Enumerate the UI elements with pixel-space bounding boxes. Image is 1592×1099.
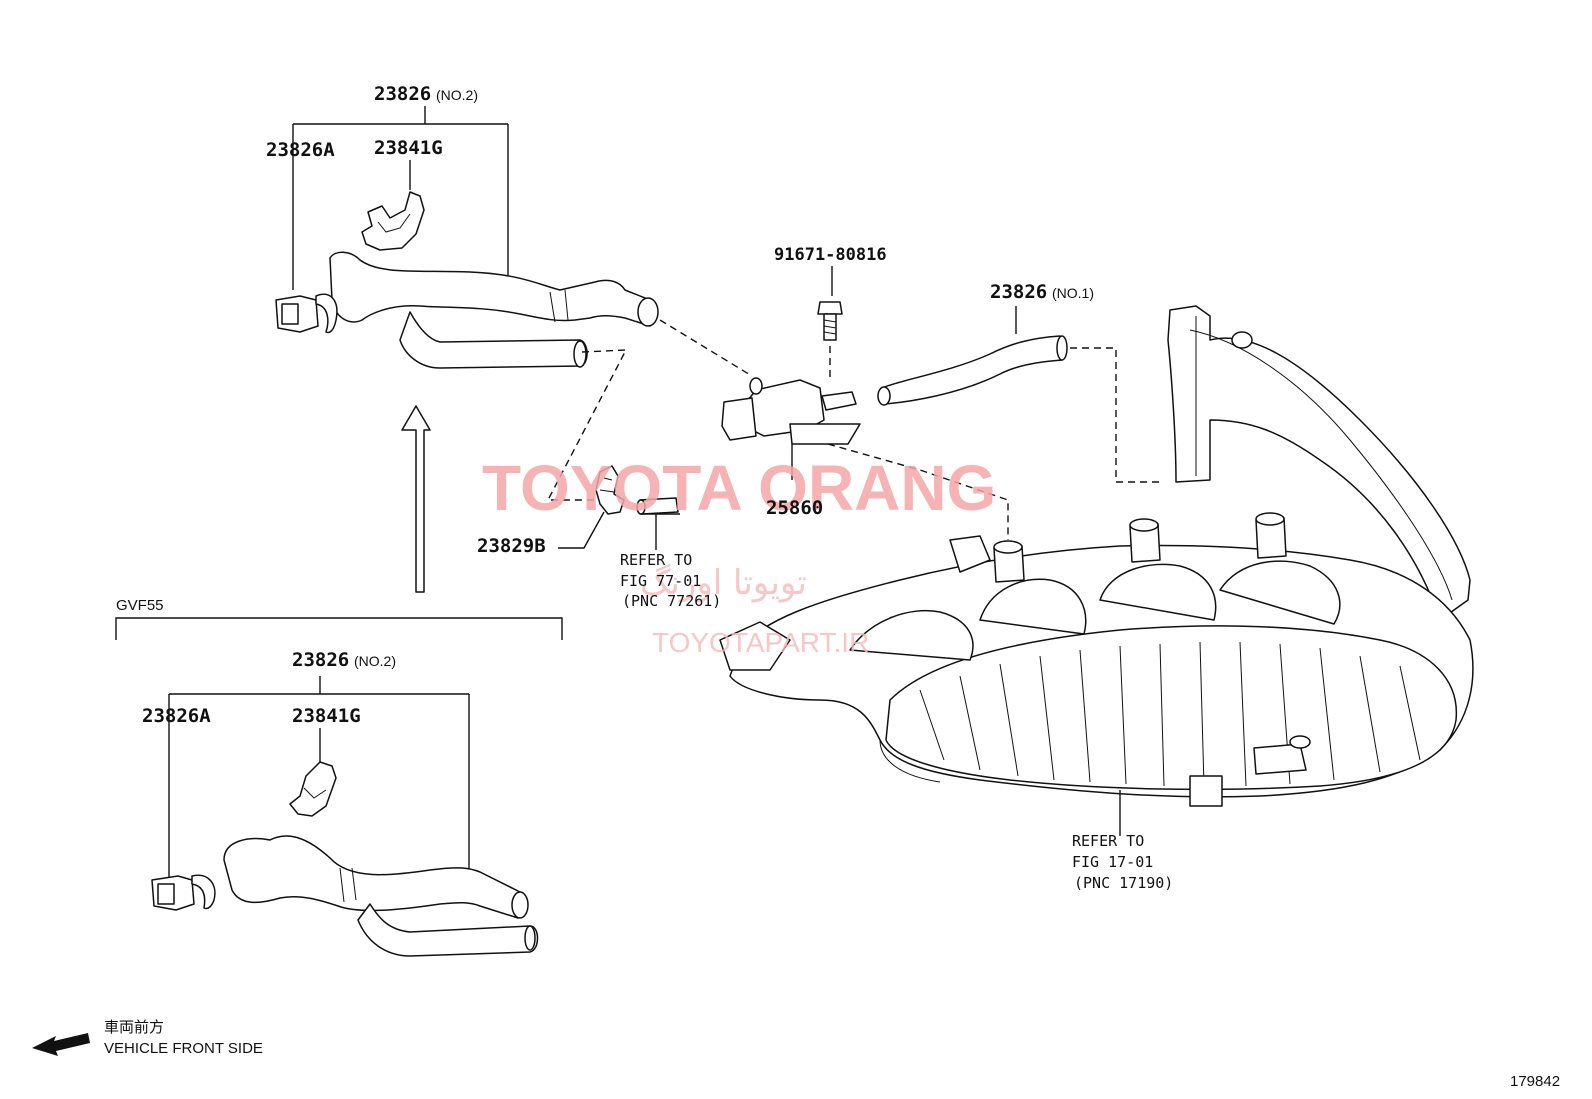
intake-manifold bbox=[719, 305, 1474, 836]
label-bolt: 91671-80816 bbox=[774, 245, 887, 265]
hose-assembly-top bbox=[275, 106, 659, 369]
label-top-23826-sub: (NO.2) bbox=[436, 87, 478, 103]
label-front-jp: 車両前方 bbox=[104, 1019, 164, 1036]
label-bot-23841g: 23841G bbox=[292, 705, 361, 727]
watermark-farsi: تویوتا اورنگ bbox=[640, 563, 807, 603]
arrow-up-icon bbox=[401, 405, 431, 593]
label-hose-no1-sub: (NO.1) bbox=[1052, 285, 1094, 301]
pipe-ref-77 bbox=[636, 497, 680, 550]
labels: 23826 (NO.2) 23826A 23841G 91671-80816 2… bbox=[104, 83, 1560, 1090]
hose-assembly-bottom bbox=[115, 617, 563, 957]
vsv-valve bbox=[721, 266, 861, 480]
label-ref17-3: (PNC 17190) bbox=[1074, 874, 1173, 892]
hose-no1 bbox=[877, 306, 1068, 406]
vehicle-front-arrow-icon bbox=[32, 1033, 90, 1056]
label-front-en: VEHICLE FRONT SIDE bbox=[104, 1040, 263, 1057]
label-valve: 25860 bbox=[766, 497, 823, 519]
watermark-title: TOYOTA ORANG bbox=[482, 452, 996, 524]
label-ref17-2: FIG 17-01 bbox=[1072, 853, 1153, 871]
label-top-23826: 23826 bbox=[374, 83, 431, 105]
label-ref77-2: FIG 77-01 bbox=[620, 572, 701, 590]
label-hose-no1: 23826 bbox=[990, 281, 1047, 303]
label-figure-number: 179842 bbox=[1510, 1073, 1560, 1090]
label-clip: 23829B bbox=[477, 535, 546, 557]
label-bot-23826: 23826 bbox=[292, 649, 349, 671]
watermark-url: TOYOTAPART.IR bbox=[652, 627, 869, 658]
clip-23829b bbox=[558, 465, 625, 549]
label-ref77-1: REFER TO bbox=[620, 551, 692, 569]
label-bot-23826a: 23826A bbox=[142, 705, 211, 727]
label-variant: GVF55 bbox=[116, 597, 164, 614]
label-ref17-1: REFER TO bbox=[1072, 832, 1144, 850]
label-bot-23826-sub: (NO.2) bbox=[354, 653, 396, 669]
label-ref77-3: (PNC 77261) bbox=[622, 592, 721, 610]
label-top-23841g: 23841G bbox=[374, 137, 443, 159]
watermark: TOYOTA ORANG تویوتا اورنگ TOYOTAPART.IR bbox=[482, 452, 996, 658]
label-top-23826a: 23826A bbox=[266, 139, 335, 161]
